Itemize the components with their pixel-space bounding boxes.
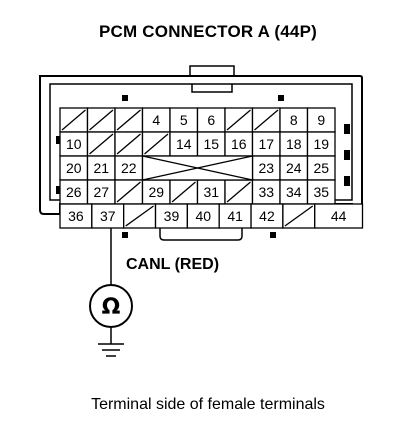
terminal-row2-8-label: 18 — [286, 136, 302, 152]
terminal-row5-4-label: 40 — [196, 208, 212, 224]
terminal-row3-7-label: 23 — [258, 160, 274, 176]
terminal-row1-5-label: 6 — [207, 112, 215, 128]
terminal-row2-0-label: 10 — [66, 136, 82, 152]
terminal-row2-1-blank-slash — [89, 133, 114, 155]
terminal-row2-9-label: 19 — [313, 136, 329, 152]
terminal-row1-3-cell — [141, 107, 171, 133]
terminal-row3-2-label: 22 — [121, 160, 137, 176]
terminal-row4-7-label: 33 — [258, 184, 274, 200]
terminal-row4-3-label: 29 — [148, 184, 164, 200]
terminal-row1-1-blank-slash — [89, 109, 114, 131]
terminal-row3-9-cell — [306, 155, 336, 181]
terminal-row4-6-blank-slash — [226, 181, 251, 203]
terminal-row4-9-cell — [306, 179, 336, 205]
terminal-row4-4-blank-slash — [171, 181, 196, 203]
terminal-row4-9-label: 35 — [313, 184, 329, 200]
terminal-row2-0-cell — [59, 131, 89, 157]
ohmmeter-circle — [89, 284, 133, 328]
connector-latches — [56, 95, 350, 238]
terminal-row5-6-label: 42 — [259, 208, 275, 224]
diagram-title: PCM CONNECTOR A (44P) — [99, 22, 317, 41]
terminal-row2-2-blank-slash — [116, 133, 141, 155]
terminal-row4-5-label: 31 — [203, 184, 219, 200]
terminal-row1-7-blank-slash — [254, 109, 279, 131]
terminal-row4-8-cell — [279, 179, 309, 205]
terminal-row4-2-blank-slash — [116, 181, 141, 203]
terminal-row3-0-label: 20 — [66, 160, 82, 176]
diagram-caption: Terminal side of female terminals — [91, 396, 325, 413]
terminal-row1-4-label: 5 — [180, 112, 188, 128]
terminal-row4-8-label: 34 — [286, 184, 302, 200]
terminal-row2-5-label: 15 — [203, 136, 219, 152]
terminal-row5-0-label: 36 — [68, 208, 84, 224]
terminal-row1-3-label: 4 — [152, 112, 160, 128]
terminal-row3-9-label: 25 — [313, 160, 329, 176]
ohm-icon: Ω — [102, 295, 121, 320]
terminal-row3-7-cell — [251, 155, 281, 181]
terminal-row3-1-label: 21 — [93, 160, 109, 176]
terminal-row5-1-label: 37 — [100, 208, 116, 224]
terminal-row2-5-cell — [196, 131, 226, 157]
terminal-row5-2-blank-slash — [125, 205, 154, 227]
blank-block-cross — [142, 155, 253, 181]
terminal-row5-7-blank-slash — [284, 205, 314, 227]
probe-wire — [98, 228, 124, 357]
terminal-row3-8-label: 24 — [286, 160, 302, 176]
terminal-row2-4-label: 14 — [176, 136, 192, 152]
terminal-row5-5-label: 41 — [227, 208, 243, 224]
terminal-row5-3-cell — [154, 203, 189, 229]
terminal-row2-3-blank-slash — [144, 133, 169, 155]
ohmmeter: Ω — [89, 284, 133, 328]
terminal-row4-1-cell — [86, 179, 116, 205]
terminal-row5-8-label: 44 — [331, 208, 347, 224]
canl-label: CANL (RED) — [126, 256, 220, 273]
terminal-row1-8-label: 8 — [290, 112, 298, 128]
terminal-row1-9-label: 9 — [317, 112, 325, 128]
terminal-row4-0-label: 26 — [66, 184, 82, 200]
terminal-row2-6-label: 16 — [231, 136, 247, 152]
terminal-row1-0-blank-slash — [61, 109, 86, 131]
terminal-row1-2-blank-slash — [116, 109, 141, 131]
terminal-grid: 4 5 6 8 9 10 14 15 16 17 18 19 20 21 22 23 24 25 26 27 29 31 3… — [59, 107, 364, 229]
terminal-row1-6-blank-slash — [226, 109, 251, 131]
terminal-row2-7-label: 17 — [258, 136, 274, 152]
terminal-row5-5-cell — [218, 203, 252, 229]
terminal-row4-1-label: 27 — [93, 184, 109, 200]
terminal-row5-3-label: 39 — [164, 208, 180, 224]
terminal-row1-9-cell — [306, 107, 336, 133]
terminal-row5-8-cell — [314, 203, 364, 229]
